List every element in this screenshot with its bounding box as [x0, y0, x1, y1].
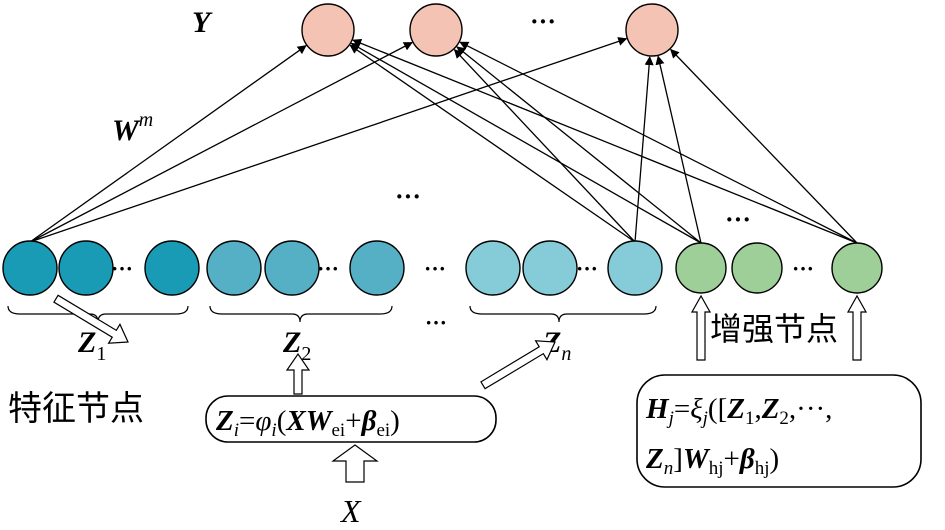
feature-node-zn-2	[522, 240, 578, 296]
enhance-node-2	[731, 242, 783, 294]
output-node-1	[301, 3, 355, 57]
output-label: Y	[192, 6, 213, 39]
enhance-formula-box	[636, 374, 922, 488]
enhancement-layer: ···	[675, 242, 883, 294]
hollow-arrow-to-z1	[53, 294, 129, 344]
connection-line-1	[29, 45, 307, 243]
brace-zn	[469, 305, 657, 323]
group-label-z2: Z2	[282, 326, 311, 365]
weight-label: Wm	[112, 109, 153, 147]
feature-node-z1-2	[58, 240, 114, 296]
feature-layer: ··· ··· ··· ···	[2, 240, 663, 296]
hollow-arrow-from-x	[331, 444, 379, 483]
connection-line-12	[670, 48, 858, 244]
enhance-ellipsis: ···	[792, 256, 814, 281]
feature-node-z2-3	[349, 240, 405, 296]
connection-line-7	[350, 42, 702, 244]
connection-line-2	[29, 41, 413, 243]
between-groups-ellipsis: ···	[424, 256, 446, 281]
hollow-arrow-to-z2	[285, 352, 311, 395]
zn-ellipsis: ···	[576, 256, 598, 281]
connection-line-6	[634, 55, 654, 243]
z2-ellipsis: ···	[317, 256, 339, 281]
feature-node-z2-1	[206, 240, 262, 296]
group-braces	[7, 305, 657, 323]
z1-ellipsis: ···	[111, 256, 133, 281]
enhance-formula-line-1: Hj=ξj([Z1,Z2,···,	[645, 393, 832, 429]
enhance-node-3	[831, 242, 883, 294]
hollow-arrow-to-enhance-1	[690, 294, 712, 361]
enhance-node-1	[675, 242, 727, 294]
connection-line-10	[352, 38, 858, 244]
connection-line-5	[453, 49, 636, 243]
feature-node-z2-2	[264, 240, 320, 296]
connection-line-8	[456, 46, 702, 244]
output-node-2	[409, 3, 463, 57]
feature-node-zn-1	[465, 240, 521, 296]
connection-line-9	[655, 55, 702, 244]
enhance-nodes-label: 增强节点	[710, 310, 838, 348]
connection-line-3	[29, 37, 628, 243]
output-ellipsis: ···	[530, 7, 556, 36]
feature-nodes-label: 特征节点	[8, 389, 144, 429]
connection-line-4	[349, 44, 636, 243]
group-label-z1: Z1	[77, 326, 106, 365]
weight-sup: m	[139, 109, 153, 131]
connection-lines	[29, 37, 858, 244]
feature-formula: Zi=φi(XWei+βei)	[215, 405, 400, 441]
feature-edge-ellipsis: ···	[395, 182, 421, 211]
hollow-arrow-to-enhance-3	[846, 294, 868, 361]
below-braces-ellipsis: ···	[425, 310, 447, 335]
output-node-3	[625, 3, 679, 57]
enhance-edge-ellipsis: ···	[725, 205, 751, 234]
feature-formula-box	[205, 395, 497, 443]
input-label: X	[339, 493, 362, 529]
hollow-arrow-to-zn	[480, 340, 556, 390]
output-layer: ···	[301, 3, 679, 57]
enhance-formula-line-2: Zn]Whj+βhj)	[645, 443, 779, 479]
hollow-arrows	[53, 294, 868, 483]
weight-letter: W	[112, 114, 141, 147]
feature-node-z1-3	[144, 240, 200, 296]
feature-node-zn-3	[607, 240, 663, 296]
feature-node-z1-1	[2, 240, 58, 296]
brace-z2	[209, 305, 393, 323]
connection-line-11	[459, 41, 858, 244]
